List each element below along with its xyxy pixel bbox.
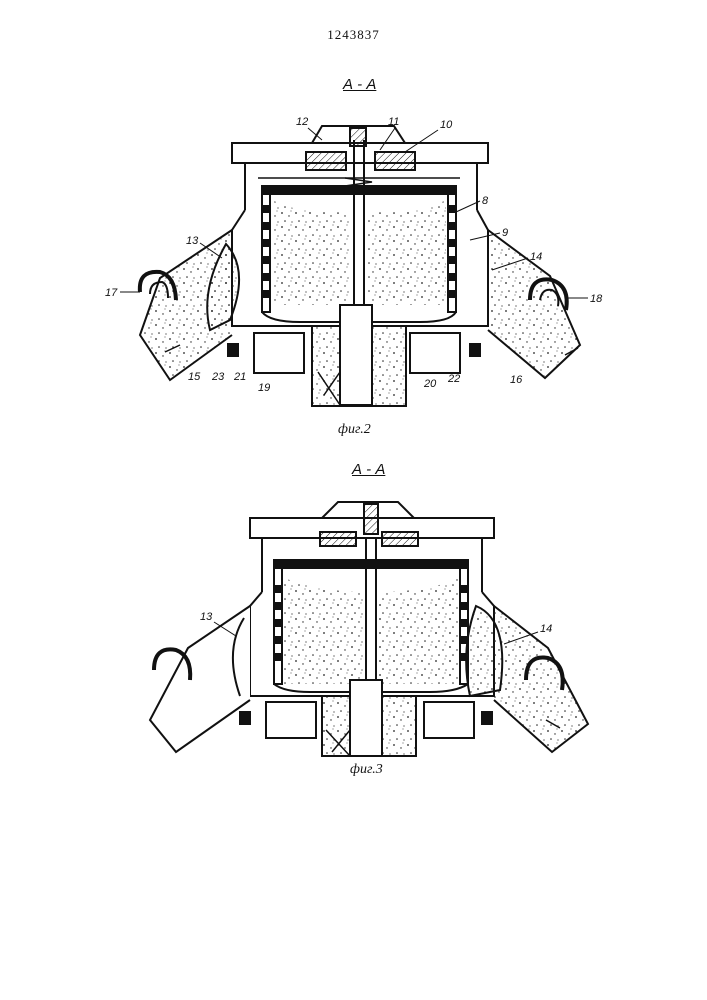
figure-3-drawing (150, 502, 588, 756)
callout-13-fig3: 13 (200, 611, 213, 623)
motor-19 (254, 333, 304, 373)
callout-14: 14 (530, 251, 542, 263)
figure-2-drawing (140, 126, 580, 406)
coil-right (375, 152, 415, 170)
callout-12: 12 (296, 116, 308, 128)
callout-21: 21 (233, 371, 246, 383)
callout-22: 22 (447, 373, 460, 385)
callout-23: 23 (211, 371, 225, 383)
callout-10: 10 (440, 119, 453, 131)
callout-11: 11 (388, 116, 399, 128)
callout-9: 9 (502, 227, 508, 239)
callout-19: 19 (258, 382, 270, 394)
drum-lid (262, 186, 456, 194)
callout-16: 16 (510, 374, 523, 386)
callout-15: 15 (188, 371, 201, 383)
callout-14-fig3: 14 (540, 623, 552, 635)
coil-left (306, 152, 346, 170)
callout-18: 18 (590, 293, 603, 305)
callout-20: 20 (423, 378, 437, 390)
callout-17: 17 (105, 287, 118, 299)
callout-13: 13 (186, 235, 199, 247)
callout-8: 8 (482, 195, 489, 207)
motor-20 (410, 333, 460, 373)
